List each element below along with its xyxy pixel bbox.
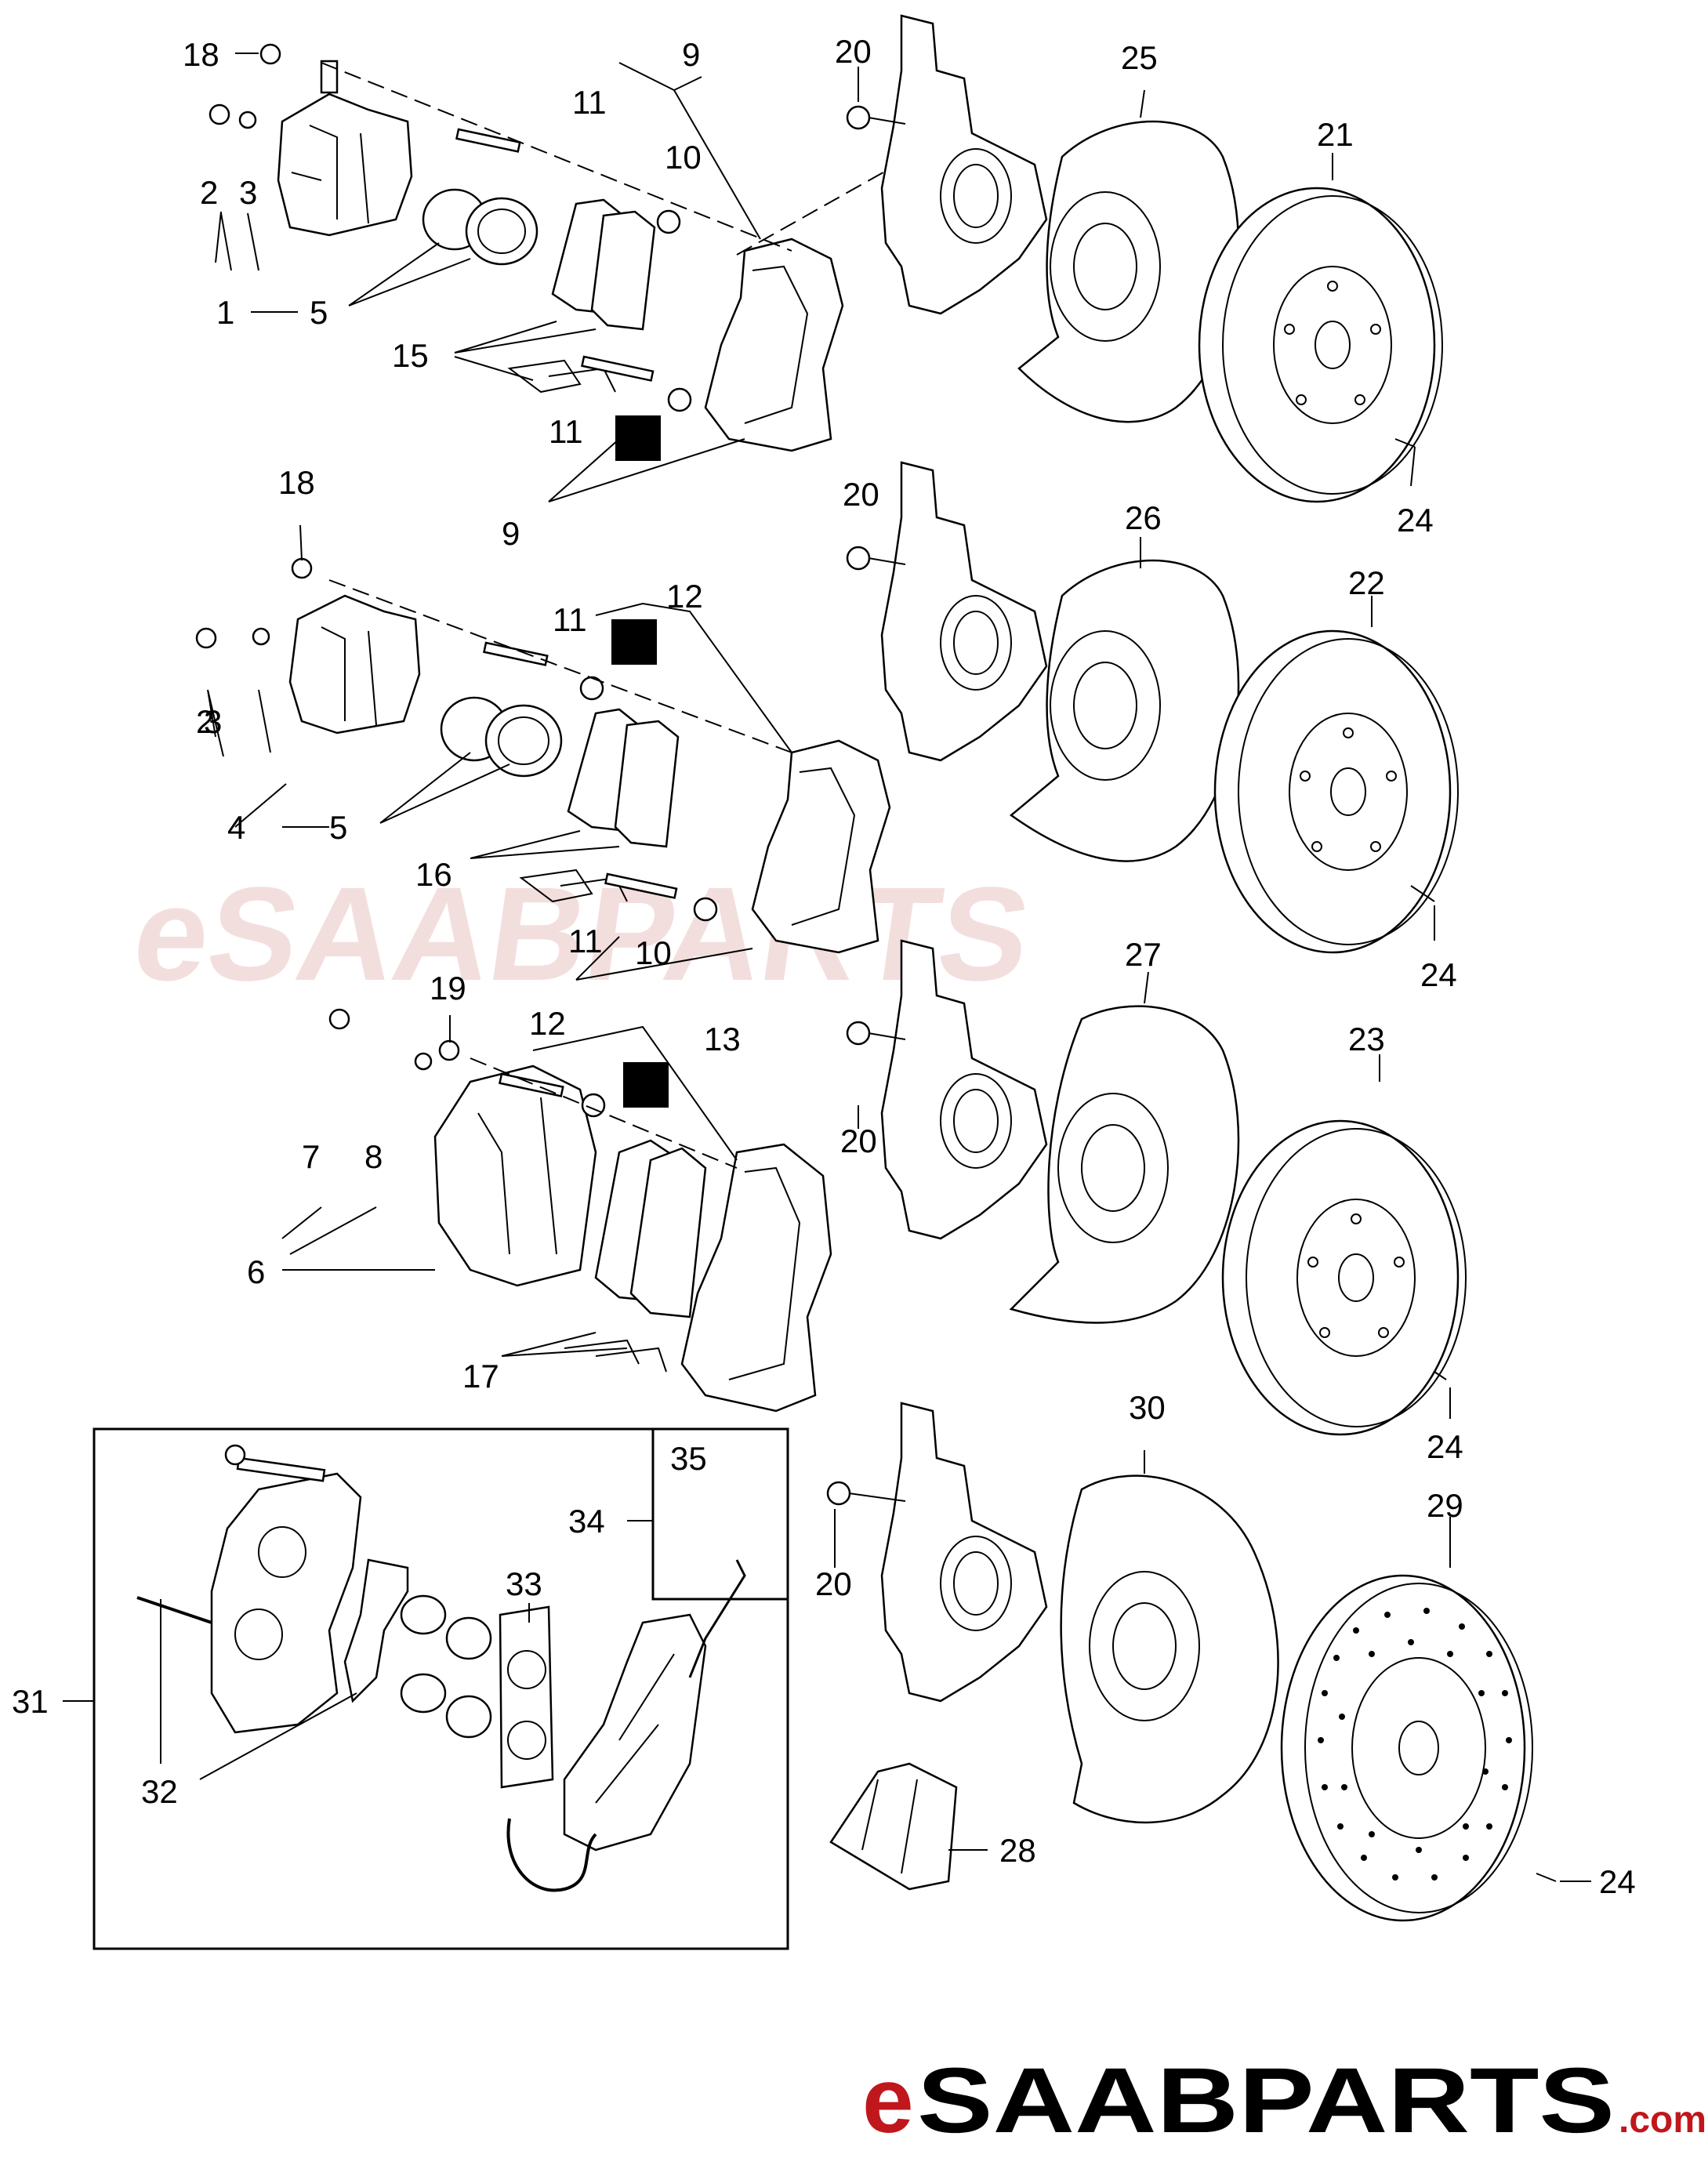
callout-24: 24 (1420, 956, 1457, 993)
row3-caliper-assembly (328, 1008, 832, 1413)
callout-22: 22 (1348, 564, 1385, 601)
esaabparts-logo: e SAABPARTS .com (862, 2049, 1706, 2153)
callout-21: 21 (1317, 116, 1354, 153)
logo-suffix: .com (1619, 2099, 1706, 2141)
callout-16: 16 (415, 856, 452, 893)
row4-drilled-disc (1280, 1574, 1557, 1922)
row2-caliper-assembly (195, 557, 891, 954)
callout-20: 20 (835, 33, 872, 70)
callout-5: 5 (329, 809, 347, 846)
callout-3: 3 (204, 703, 222, 740)
callout-3: 3 (239, 174, 257, 211)
row4-dust-shield (1060, 1474, 1279, 1824)
callout-20: 20 (843, 476, 879, 513)
logo-prefix: e (862, 2049, 914, 2153)
row4-pads (829, 1762, 958, 1891)
callout-12: 12 (529, 1005, 566, 1042)
row1-dust-shield (1017, 120, 1240, 423)
row1-knuckle (846, 14, 1048, 315)
row3-knuckle (846, 939, 1048, 1240)
callout-18: 18 (278, 464, 315, 501)
callout-29: 29 (1427, 1487, 1463, 1524)
row2-dust-shield (1009, 559, 1240, 862)
callout-12: 12 (666, 578, 703, 615)
callout-31: 31 (12, 1683, 49, 1720)
row2-knuckle (846, 461, 1048, 762)
callout-26: 26 (1125, 499, 1162, 536)
callout-24: 24 (1397, 502, 1434, 539)
callout-19: 19 (430, 970, 466, 1006)
brembo-kit-box (92, 1427, 789, 1950)
callout-20: 20 (840, 1123, 877, 1159)
callout-2: 2 (196, 703, 214, 740)
row4-knuckle (826, 1402, 1048, 1703)
callout-9: 9 (682, 36, 700, 73)
watermark: eSAABPARTS (125, 860, 1039, 1009)
callout-6: 6 (247, 1253, 265, 1290)
callout-24: 24 (1599, 1863, 1636, 1900)
callout-2: 2 (200, 174, 218, 211)
row1-brake-disc (1198, 187, 1443, 503)
callout-27: 27 (1125, 936, 1162, 973)
row3-dust-shield (1009, 1005, 1240, 1324)
callout-9: 9 (502, 515, 520, 552)
callout-labels: 18 9 11 20 25 21 10 2 3 1 5 15 11 9 24 1… (12, 33, 1636, 1900)
callout-4: 4 (227, 809, 245, 846)
callout-20: 20 (815, 1565, 852, 1602)
callout-18: 18 (183, 36, 219, 73)
callout-11: 11 (553, 601, 587, 638)
row1-caliper-assembly (209, 43, 926, 461)
callout-8: 8 (364, 1138, 383, 1175)
callout-34: 34 (568, 1503, 605, 1540)
callout-17: 17 (462, 1358, 499, 1395)
callout-13: 13 (704, 1021, 741, 1057)
leader-lines (63, 53, 1591, 1882)
logo-brand: SAABPARTS (917, 2049, 1615, 2153)
callout-33: 33 (506, 1565, 542, 1602)
guide-pin (455, 128, 521, 153)
callout-7: 7 (302, 1138, 320, 1175)
callout-10: 10 (635, 934, 672, 971)
callout-30: 30 (1129, 1389, 1166, 1426)
callout-1: 1 (216, 294, 234, 331)
callout-35: 35 (670, 1440, 707, 1477)
callout-28: 28 (999, 1832, 1036, 1869)
callout-11: 11 (549, 413, 583, 450)
row2-brake-disc (1213, 629, 1459, 954)
callout-32: 32 (141, 1773, 178, 1810)
callout-11: 11 (572, 84, 607, 121)
callout-23: 23 (1348, 1021, 1385, 1057)
callout-24: 24 (1427, 1428, 1463, 1465)
filled-marker (615, 415, 661, 461)
callout-11: 11 (568, 923, 603, 959)
row3-brake-disc (1221, 1119, 1467, 1436)
caliper-carrier (704, 238, 844, 452)
callout-5: 5 (310, 294, 328, 331)
callout-25: 25 (1121, 39, 1158, 76)
callout-10: 10 (665, 139, 702, 176)
callout-15: 15 (392, 337, 429, 374)
